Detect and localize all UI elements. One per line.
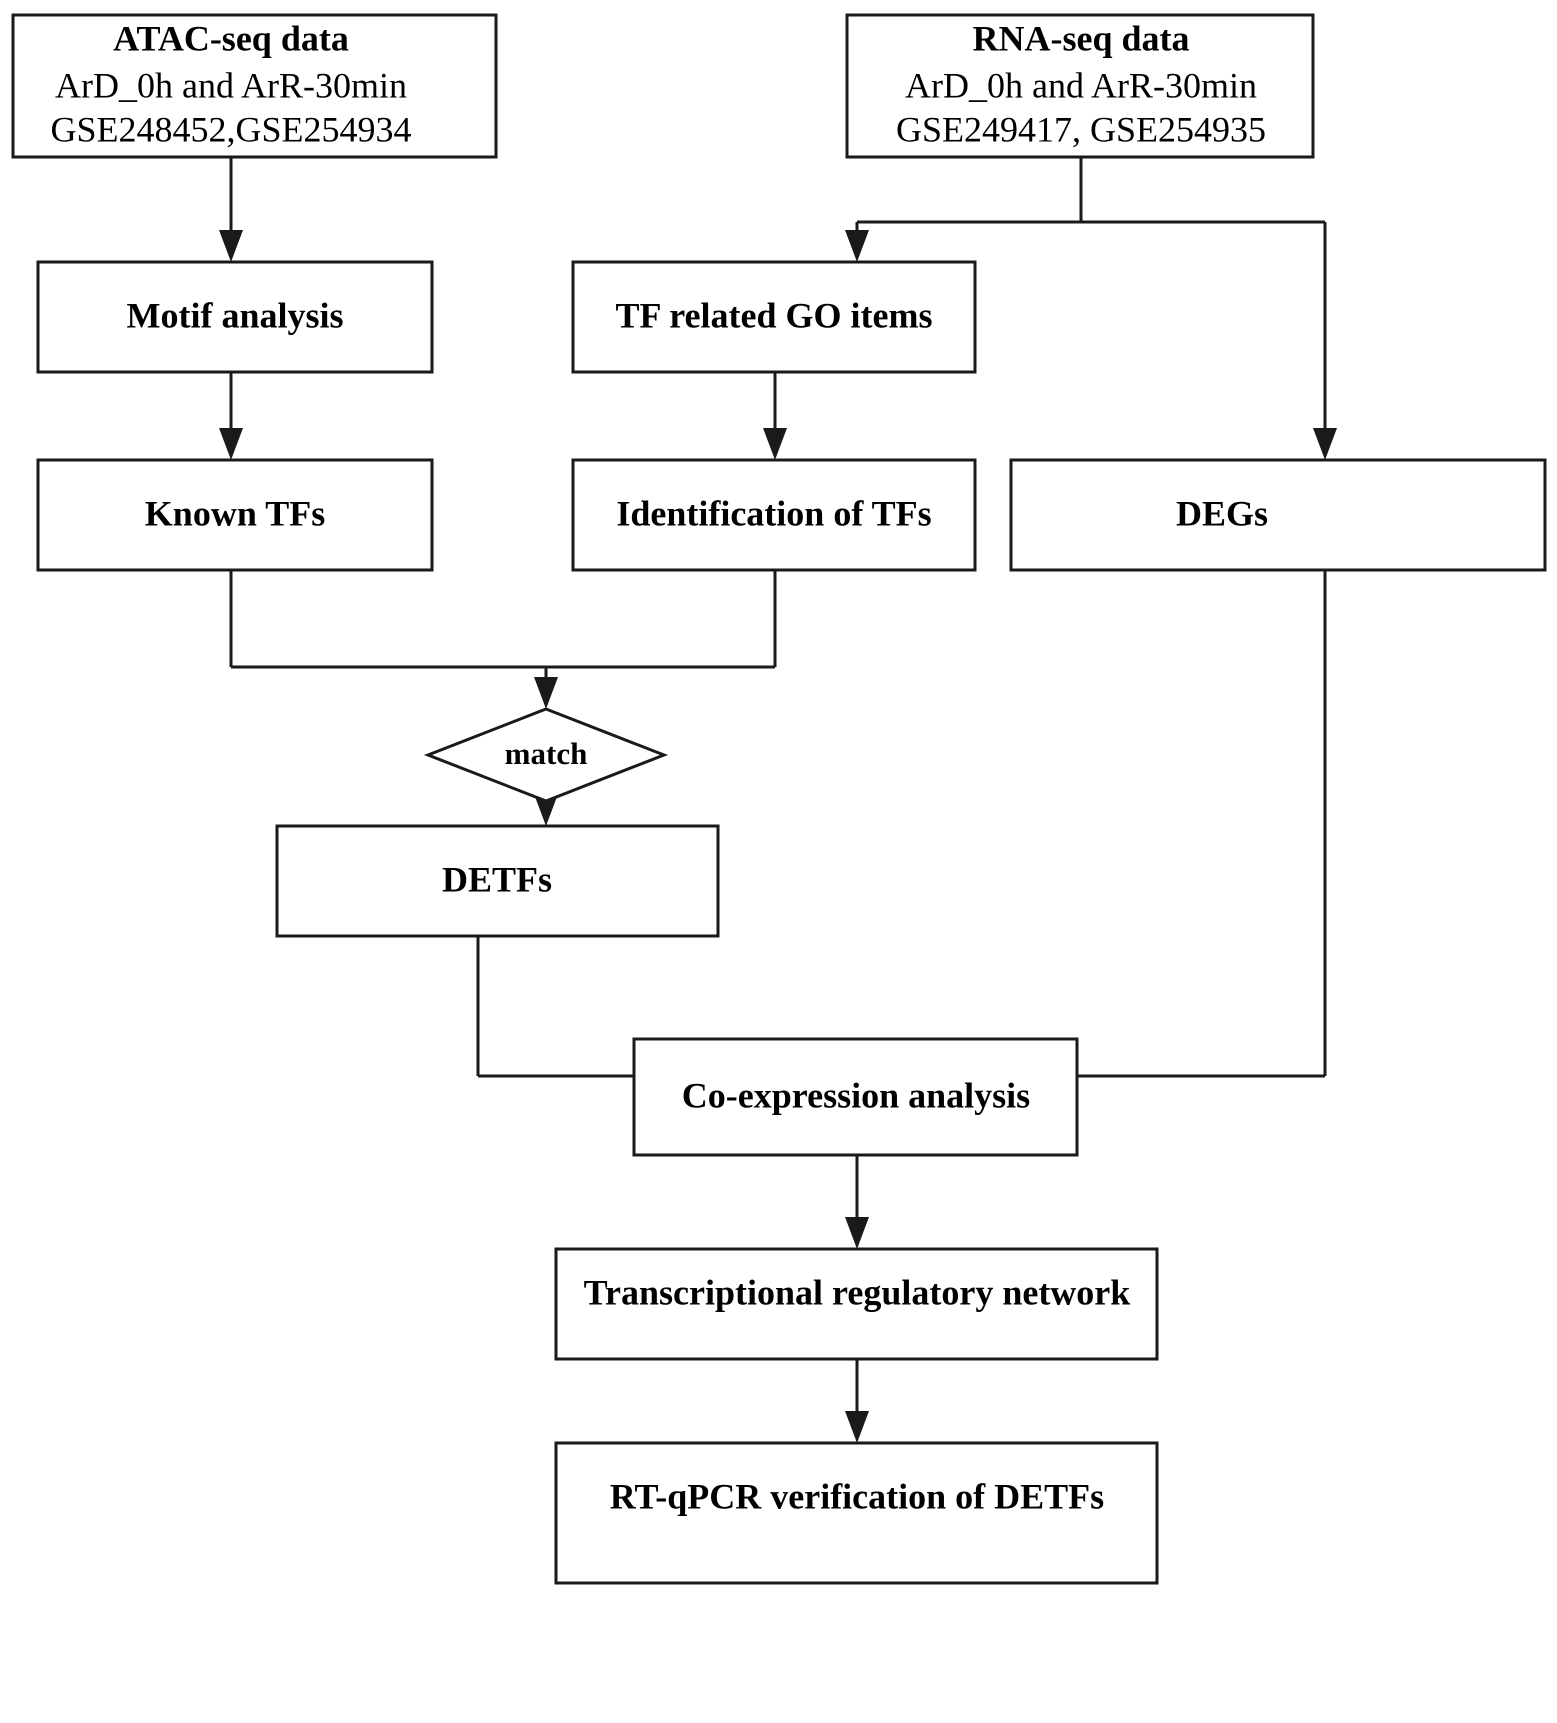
match-diamond[interactable] [423, 707, 669, 803]
known-tfs-box[interactable] [36, 458, 434, 572]
node-match[interactable]: match [423, 707, 669, 803]
rna-seq-data-box[interactable] [845, 13, 1315, 159]
transcriptional-regulatory-network-box[interactable] [554, 1247, 1159, 1361]
tf-related-go-items-box[interactable] [571, 260, 977, 374]
atac-seq-data-samples: ArD_0h and ArR-30min [55, 65, 407, 105]
node-atac-seq-data[interactable]: ATAC-seq data ArD_0h and ArR-30min GSE24… [11, 13, 498, 159]
edge-rna-to-degs [1313, 222, 1337, 460]
edge-coexpression-to-network [845, 1155, 869, 1249]
motif-analysis-label: Motif analysis [126, 295, 343, 335]
motif-analysis-box[interactable] [36, 260, 434, 374]
node-transcriptional-regulatory-network[interactable]: Transcriptional regulatory network [554, 1247, 1159, 1361]
atac-seq-data-accessions: GSE248452,GSE254934 [50, 109, 411, 149]
edge-rna-to-tf-go [845, 222, 869, 262]
edge-network-to-rtqpcr [845, 1359, 869, 1443]
detfs-label: DETFs [442, 859, 552, 899]
rna-seq-data-accessions: GSE249417, GSE254935 [896, 109, 1266, 149]
detfs-box[interactable] [275, 824, 720, 938]
degs-box[interactable] [1009, 458, 1547, 572]
rt-qpcr-verification-box[interactable] [554, 1441, 1159, 1585]
rna-seq-data-samples: ArD_0h and ArR-30min [905, 65, 1257, 105]
rna-seq-data-title: RNA-seq data [972, 18, 1189, 58]
degs-label: DEGs [1176, 493, 1268, 533]
known-tfs-label: Known TFs [145, 493, 325, 533]
identification-of-tfs-label: Identification of TFs [616, 493, 931, 533]
tf-related-go-items-label: TF related GO items [616, 295, 933, 335]
node-tf-related-go-items[interactable]: TF related GO items [571, 260, 977, 374]
edge-rna-bus [857, 157, 1325, 224]
edge-tf-go-to-identification [763, 372, 787, 460]
node-detfs[interactable]: DETFs [275, 824, 720, 938]
co-expression-analysis-label: Co-expression analysis [682, 1075, 1030, 1115]
atac-seq-data-title: ATAC-seq data [113, 18, 349, 58]
node-motif-analysis[interactable]: Motif analysis [36, 260, 434, 374]
node-known-tfs[interactable]: Known TFs [36, 458, 434, 572]
transcriptional-regulatory-network-label: Transcriptional regulatory network [584, 1272, 1131, 1312]
identification-of-tfs-box[interactable] [571, 458, 977, 572]
match-label: match [505, 736, 588, 771]
atac-seq-data-box[interactable] [11, 13, 498, 159]
node-degs[interactable]: DEGs [1009, 458, 1547, 572]
edge-atac-to-motif [219, 157, 243, 262]
rt-qpcr-verification-label: RT-qPCR verification of DETFs [610, 1476, 1104, 1516]
co-expression-analysis-box[interactable] [632, 1037, 1079, 1157]
node-rna-seq-data[interactable]: RNA-seq data ArD_0h and ArR-30min GSE249… [845, 13, 1315, 159]
edge-motif-to-known-tfs [219, 372, 243, 460]
node-identification-of-tfs[interactable]: Identification of TFs [571, 458, 977, 572]
edge-merge-to-match [229, 570, 777, 709]
node-co-expression-analysis[interactable]: Co-expression analysis [632, 1037, 1079, 1157]
node-rt-qpcr-verification[interactable]: RT-qPCR verification of DETFs [554, 1441, 1159, 1585]
